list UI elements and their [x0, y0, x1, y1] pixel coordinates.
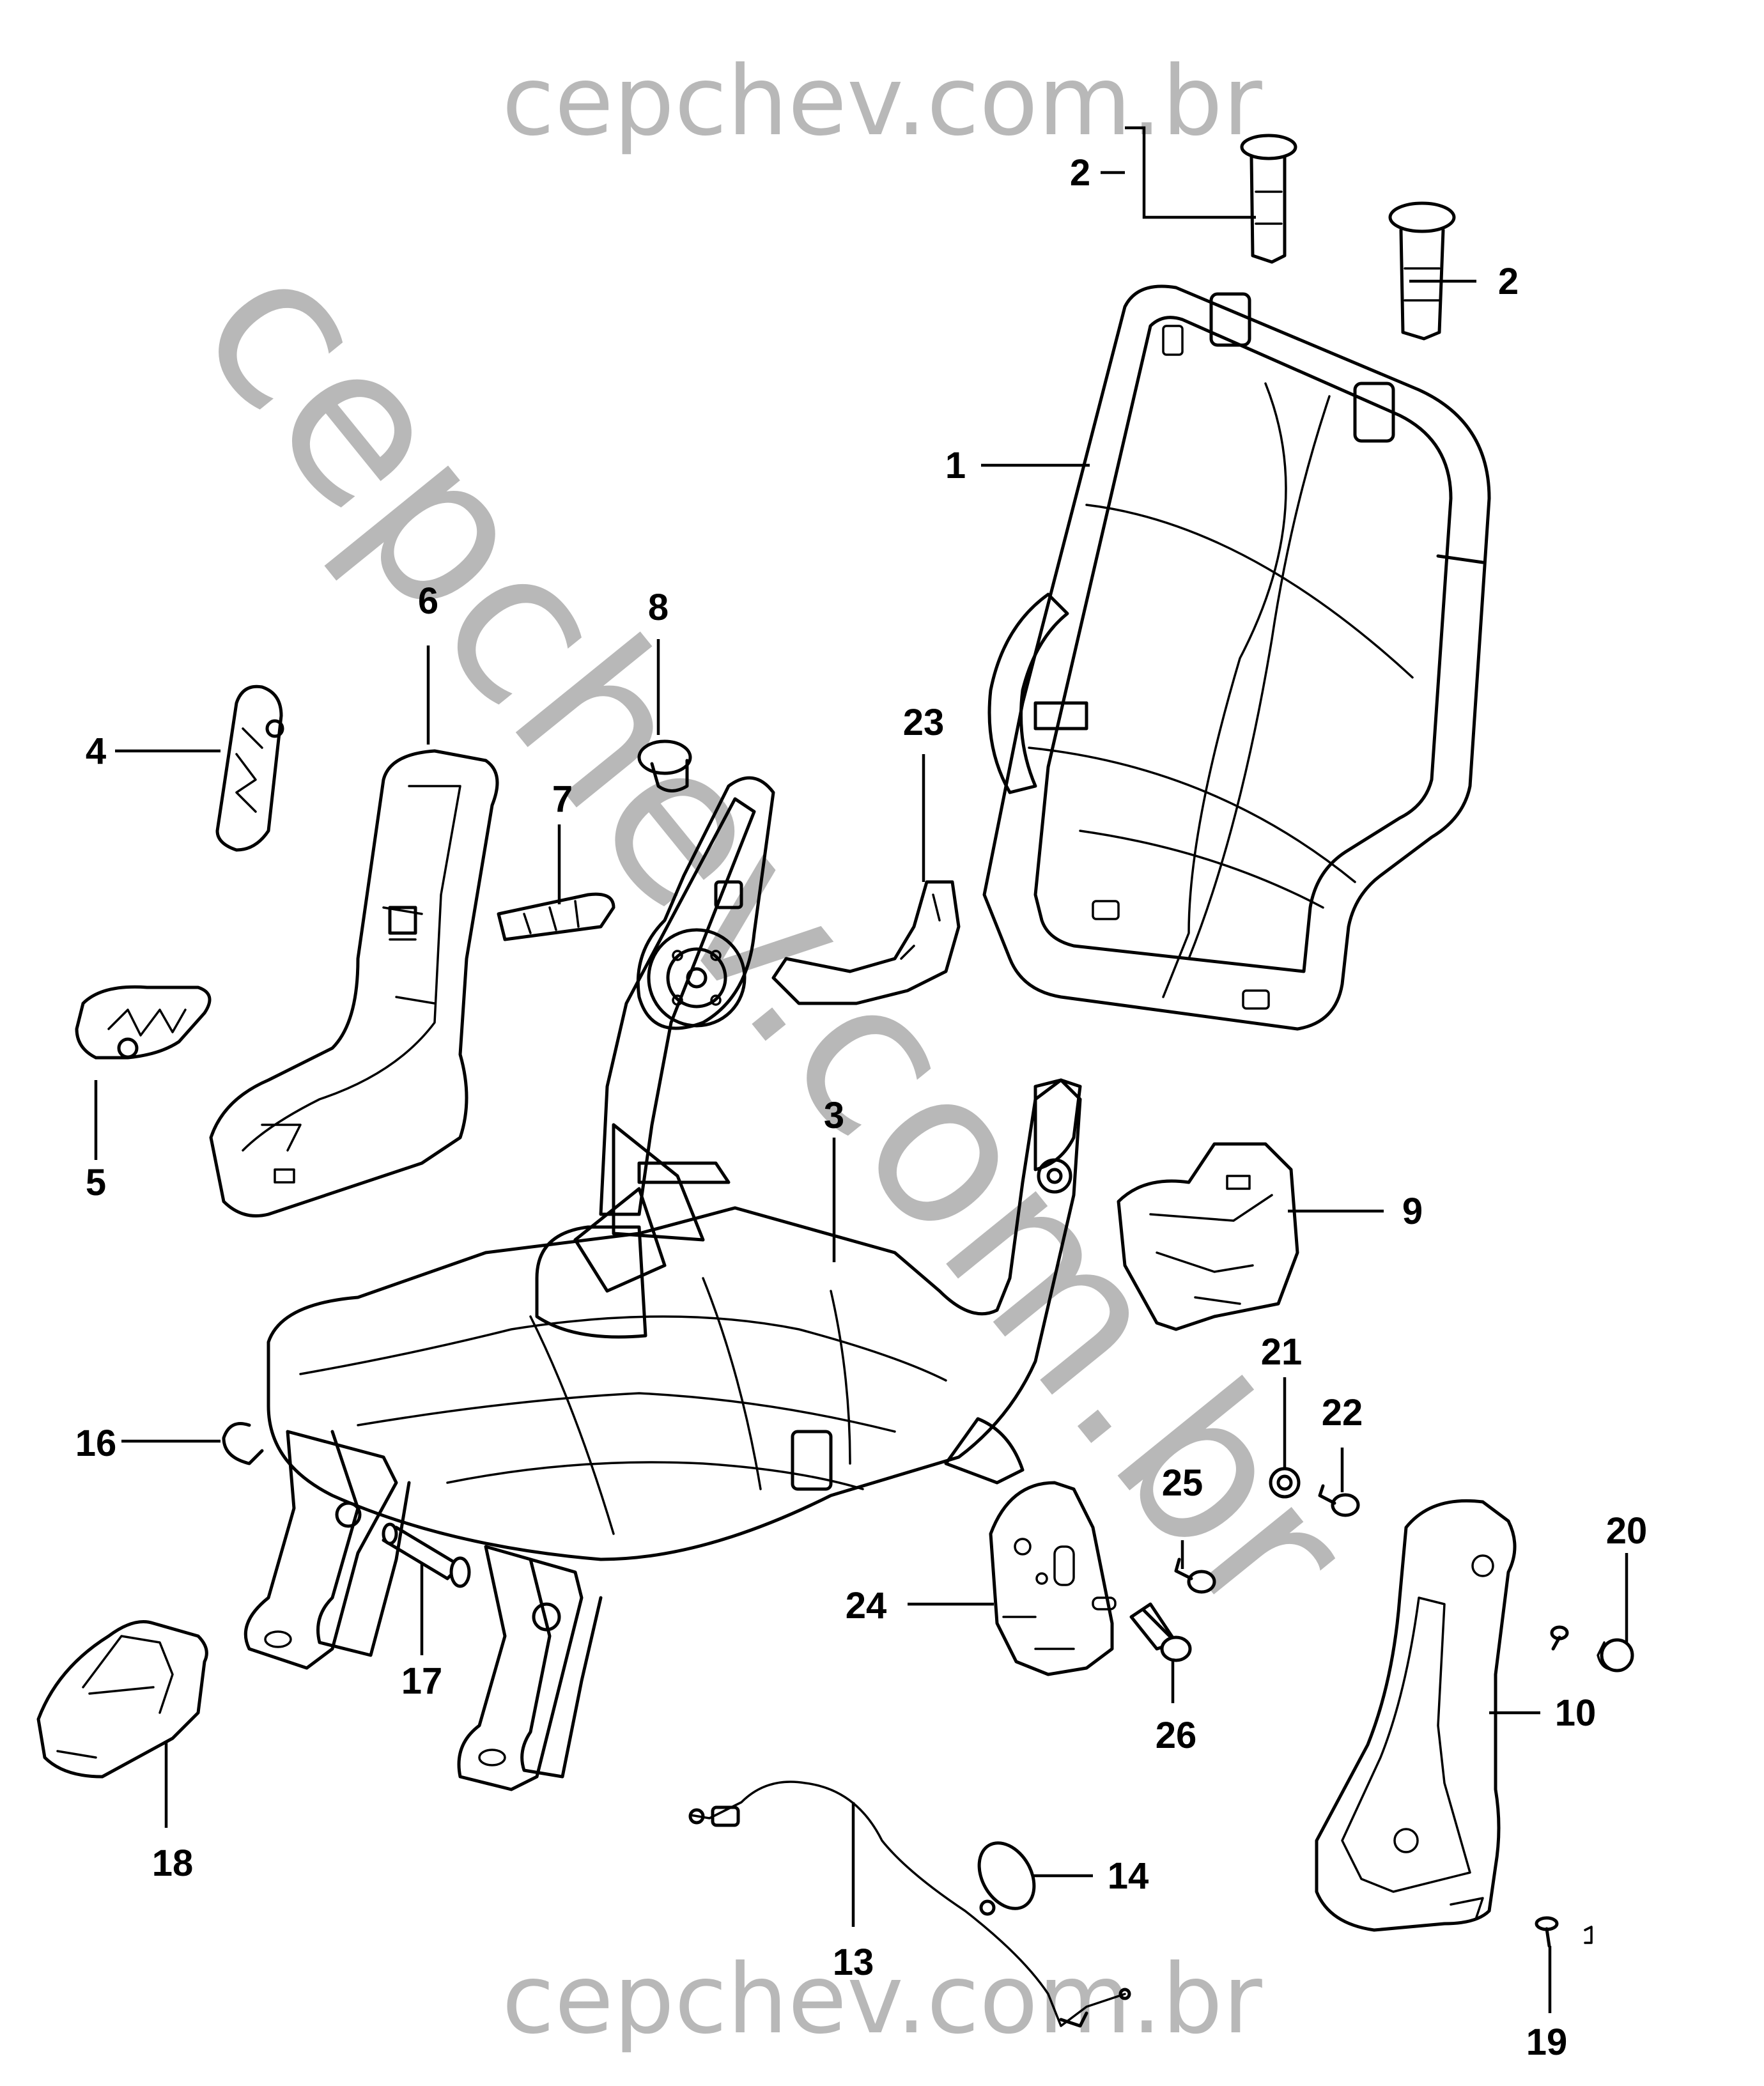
- part-5-trim-cover: [75, 985, 212, 1060]
- callout-2-right: 2: [1498, 261, 1519, 302]
- callout-16: 16: [75, 1423, 117, 1464]
- callout-23: 23: [903, 702, 945, 743]
- callouts: 2 2 1 6 8 4 23 7 3 5 9 21 22 16 25 20 24…: [75, 152, 1648, 2063]
- callout-9: 9: [1402, 1191, 1423, 1232]
- callout-22: 22: [1322, 1392, 1363, 1433]
- callout-20: 20: [1606, 1510, 1648, 1552]
- callout-13: 13: [833, 1942, 874, 1983]
- seat-legs: [244, 1430, 603, 1791]
- callout-4: 4: [86, 730, 106, 772]
- part-22-bolt: [1318, 1484, 1360, 1517]
- callout-7: 7: [552, 778, 573, 820]
- part-23-cover-bracket: [771, 880, 961, 1005]
- callout-10: 10: [1555, 1692, 1597, 1734]
- part-19-screw: [1535, 1916, 1559, 1948]
- part-13-release-cable: [688, 1781, 1131, 2028]
- part-2-headrest-guide-left: [1240, 134, 1297, 264]
- part-1-seatback-frame: [982, 284, 1491, 1031]
- part-6-side-shield: [209, 749, 499, 1217]
- callout-6: 6: [418, 580, 438, 622]
- part-21-washer: [1269, 1467, 1301, 1499]
- part-20-cap: [1597, 1638, 1634, 1673]
- part-26-pin: [1129, 1602, 1192, 1662]
- leader-lines: [94, 126, 1629, 2013]
- callout-1: 1: [945, 445, 966, 486]
- callout-21: 21: [1261, 1331, 1303, 1373]
- part-18-leg-cover: [36, 1620, 208, 1779]
- part-8-bushing: [637, 739, 692, 792]
- callout-2-left: 2: [1070, 152, 1090, 194]
- callout-8: 8: [648, 587, 669, 628]
- callout-3: 3: [824, 1095, 844, 1136]
- part-4-trim-cover: [215, 684, 284, 852]
- callout-19: 19: [1526, 2021, 1568, 2063]
- callout-18: 18: [152, 1843, 194, 1884]
- watermark-bottom: cepchev.com.br: [502, 1944, 1262, 2055]
- callout-24: 24: [846, 1585, 887, 1626]
- part-25-bolt: [1174, 1557, 1216, 1594]
- callout-26: 26: [1156, 1715, 1197, 1756]
- part-24-latch-plate: [989, 1481, 1117, 1676]
- recliner-mechanism: [636, 776, 775, 1030]
- callout-14: 14: [1108, 1855, 1149, 1897]
- callout-25: 25: [1162, 1462, 1203, 1504]
- callout-5: 5: [86, 1162, 106, 1203]
- part-10-outer-shield: [1315, 1499, 1517, 1932]
- part-7-strap: [497, 892, 615, 941]
- watermark-top: cepchev.com.br: [502, 46, 1262, 157]
- part-3-seat-cushion-frame: [267, 797, 1082, 1561]
- part-2-headrest-guide-right: [1388, 201, 1456, 341]
- part-16-clip: [222, 1422, 264, 1465]
- part-17-pivot-pin: [382, 1522, 471, 1588]
- callout-17: 17: [401, 1660, 443, 1702]
- part-9-side-cover: [1117, 1142, 1299, 1331]
- clip-near-19: [1584, 1926, 1593, 1944]
- screw-near-10: [1550, 1625, 1569, 1651]
